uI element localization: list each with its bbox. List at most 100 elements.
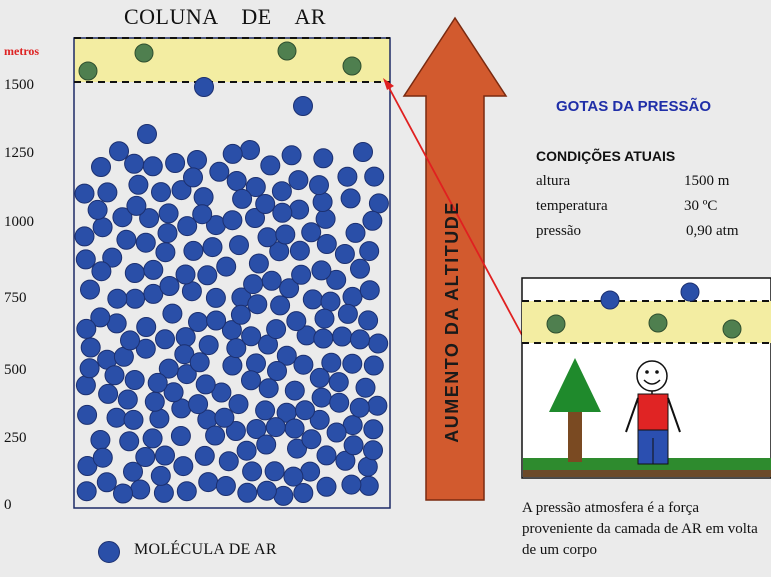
air-molecule bbox=[232, 188, 253, 209]
air-molecule bbox=[241, 326, 262, 347]
air-molecule bbox=[98, 383, 119, 404]
air-molecule bbox=[332, 326, 353, 347]
air-molecule bbox=[248, 253, 269, 274]
air-molecule bbox=[177, 216, 198, 237]
air-molecule bbox=[240, 140, 260, 160]
air-molecule bbox=[358, 310, 379, 331]
air-molecule bbox=[368, 333, 389, 354]
air-molecule bbox=[258, 378, 279, 399]
air-molecule bbox=[287, 438, 307, 459]
air-molecule bbox=[313, 148, 334, 169]
air-molecule bbox=[313, 328, 334, 349]
y-tick-1500: 1500 bbox=[4, 77, 34, 93]
air-molecule bbox=[75, 249, 96, 270]
air-molecule bbox=[328, 372, 349, 393]
air-molecule bbox=[286, 311, 307, 332]
air-molecule bbox=[147, 372, 168, 393]
air-molecule bbox=[312, 192, 333, 212]
air-molecule bbox=[74, 226, 95, 247]
air-molecule bbox=[293, 96, 313, 116]
air-molecule bbox=[153, 482, 174, 503]
air-molecule bbox=[309, 409, 330, 430]
condition-label-temperatura: temperatura bbox=[536, 198, 608, 214]
air-molecule bbox=[316, 234, 337, 254]
air-molecule bbox=[309, 367, 330, 388]
air-molecule bbox=[237, 482, 258, 503]
air-molecule bbox=[350, 329, 370, 350]
condition-value-pressao: 0,90 atm bbox=[686, 223, 739, 239]
air-molecule bbox=[163, 382, 184, 403]
air-molecule bbox=[334, 244, 355, 264]
air-molecule bbox=[175, 327, 196, 348]
y-tick-750: 750 bbox=[4, 290, 27, 306]
air-molecule bbox=[170, 426, 191, 446]
air-molecule bbox=[183, 167, 203, 188]
air-molecule bbox=[74, 183, 95, 204]
air-molecule bbox=[362, 210, 383, 231]
air-molecule bbox=[120, 330, 140, 351]
air-molecule bbox=[128, 174, 149, 195]
air-molecule bbox=[194, 77, 214, 97]
air-molecule bbox=[300, 461, 321, 482]
air-molecule bbox=[256, 434, 277, 455]
air-molecule bbox=[359, 241, 380, 262]
air-molecule bbox=[321, 352, 342, 373]
air-molecule bbox=[158, 358, 179, 379]
air-molecule bbox=[241, 370, 261, 391]
air-molecule bbox=[293, 483, 314, 503]
air-molecule bbox=[283, 466, 304, 487]
air-molecule bbox=[218, 451, 239, 472]
air-molecule bbox=[144, 391, 165, 412]
air-molecule bbox=[367, 395, 388, 416]
pointer-line bbox=[386, 83, 523, 336]
air-molecule bbox=[198, 335, 219, 356]
air-molecule bbox=[342, 353, 363, 374]
air-molecule bbox=[155, 445, 175, 466]
air-molecule bbox=[79, 358, 100, 379]
air-molecule bbox=[197, 265, 218, 286]
air-molecule bbox=[142, 428, 163, 449]
air-molecule bbox=[104, 365, 125, 386]
air-molecule bbox=[335, 450, 356, 471]
air-molecule bbox=[155, 242, 176, 263]
air-molecule bbox=[288, 170, 309, 191]
y-tick-0: 0 bbox=[4, 497, 12, 513]
air-molecule bbox=[91, 157, 111, 177]
air-molecule bbox=[188, 312, 208, 332]
air-molecule bbox=[264, 461, 285, 482]
air-molecule bbox=[87, 199, 108, 220]
air-molecule bbox=[257, 227, 278, 248]
air-molecule bbox=[187, 150, 207, 170]
altitude-arrow bbox=[402, 16, 508, 501]
air-molecule bbox=[80, 337, 101, 358]
air-molecule bbox=[130, 479, 151, 500]
air-molecule bbox=[75, 375, 96, 396]
air-molecule bbox=[236, 440, 257, 461]
air-molecule bbox=[107, 288, 128, 309]
condition-value-temperatura: 30 ºC bbox=[684, 198, 718, 214]
air-molecule bbox=[216, 256, 237, 277]
air-molecule bbox=[291, 264, 312, 285]
air-molecule bbox=[159, 276, 180, 296]
air-molecule bbox=[151, 182, 171, 203]
air-molecule bbox=[342, 286, 363, 307]
air-molecule bbox=[341, 474, 362, 495]
air-molecule bbox=[198, 472, 219, 493]
air-molecule bbox=[309, 175, 329, 196]
air-molecule bbox=[345, 222, 366, 243]
y-tick-250: 250 bbox=[4, 430, 27, 446]
air-molecules bbox=[74, 77, 389, 506]
air-molecule bbox=[92, 447, 113, 468]
air-molecule bbox=[139, 208, 160, 229]
air-molecule bbox=[289, 199, 310, 220]
air-molecule bbox=[243, 274, 264, 295]
air-molecule bbox=[205, 425, 226, 446]
top-air-band bbox=[74, 38, 390, 82]
conditions-title: CONDIÇÕES ATUAIS bbox=[536, 148, 676, 164]
air-molecule bbox=[135, 447, 156, 467]
air-molecule bbox=[337, 166, 358, 187]
air-molecule bbox=[77, 456, 98, 476]
air-molecule bbox=[181, 281, 202, 302]
air-molecule bbox=[214, 407, 235, 428]
air-molecule bbox=[329, 392, 350, 413]
